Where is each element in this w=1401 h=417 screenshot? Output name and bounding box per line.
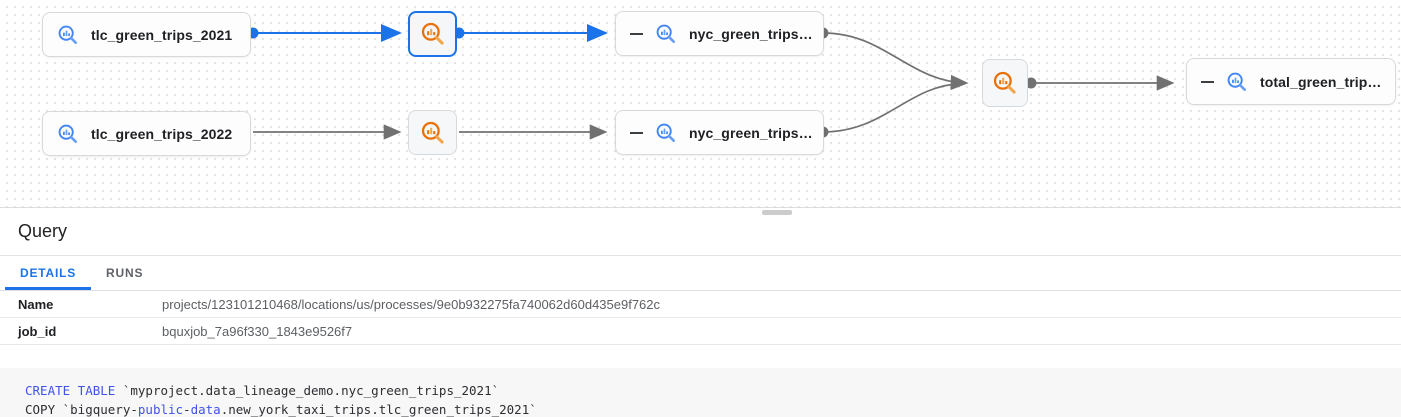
node-process-bottom[interactable]	[408, 110, 457, 155]
row-value-jobid: bquxjob_7a96f330_1843e9526f7	[162, 323, 353, 339]
node-tlc-green-trips-2022[interactable]: tlc_green_trips_2022	[42, 111, 251, 156]
process-job-icon	[421, 121, 444, 144]
tab-bar: DETAILS RUNS	[0, 256, 1401, 291]
node-process-top-selected[interactable]	[408, 11, 457, 57]
node-tlc-green-trips-2021[interactable]: tlc_green_trips_2021	[42, 12, 251, 57]
panel-header: Query	[0, 208, 1401, 256]
node-label: tlc_green_trips_2021	[91, 26, 233, 43]
node-process-merge[interactable]	[982, 59, 1028, 107]
table-row: Name projects/123101210468/locations/us/…	[0, 291, 1401, 318]
node-nyc-green-trips-top[interactable]: nyc_green_trips…	[615, 11, 824, 56]
row-value-name: projects/123101210468/locations/us/proce…	[162, 296, 661, 312]
collapse-minus-icon[interactable]	[1201, 80, 1214, 83]
process-job-icon	[993, 71, 1016, 94]
node-label: nyc_green_trips…	[689, 25, 813, 42]
edge-nyc2022-to-merge[interactable]	[822, 82, 963, 133]
table-row: job_id bquxjob_7a96f330_1843e9526f7	[0, 318, 1401, 345]
node-label: nyc_green_trips…	[689, 124, 813, 141]
sql-code: CREATE TABLE `myproject.data_lineage_dem…	[25, 383, 537, 417]
query-details-panel: Query DETAILS RUNS Name projects/1231012…	[0, 208, 1401, 417]
sql-code-block: CREATE TABLE `myproject.data_lineage_dem…	[0, 368, 1401, 417]
tab-details[interactable]: DETAILS	[5, 256, 92, 290]
panel-resize-handle[interactable]	[762, 210, 792, 215]
collapse-minus-icon[interactable]	[630, 131, 643, 134]
node-total-green-trips[interactable]: total_green_trip…	[1186, 58, 1396, 105]
edge-nyc2021-to-merge[interactable]	[822, 32, 969, 91]
bigquery-table-icon	[656, 123, 675, 142]
details-table: Name projects/123101210468/locations/us/…	[0, 291, 1401, 345]
bigquery-table-icon	[1227, 72, 1246, 91]
port-process-merge-out[interactable]	[1025, 77, 1037, 89]
node-label: tlc_green_trips_2022	[91, 125, 233, 142]
bigquery-table-icon	[58, 124, 77, 143]
node-nyc-green-trips-bottom[interactable]: nyc_green_trips…	[615, 110, 824, 155]
collapse-minus-icon[interactable]	[630, 32, 643, 35]
lineage-canvas[interactable]: tlc_green_trips_2021 nyc_green_trips…	[0, 0, 1401, 215]
process-job-icon	[421, 22, 444, 45]
node-label: total_green_trip…	[1260, 73, 1382, 90]
bigquery-table-icon	[58, 25, 77, 44]
bigquery-table-icon	[656, 24, 675, 43]
panel-title: Query	[18, 221, 68, 241]
row-key-jobid: job_id	[18, 323, 57, 339]
row-key-name: Name	[18, 296, 54, 312]
tab-runs[interactable]: RUNS	[91, 256, 158, 290]
